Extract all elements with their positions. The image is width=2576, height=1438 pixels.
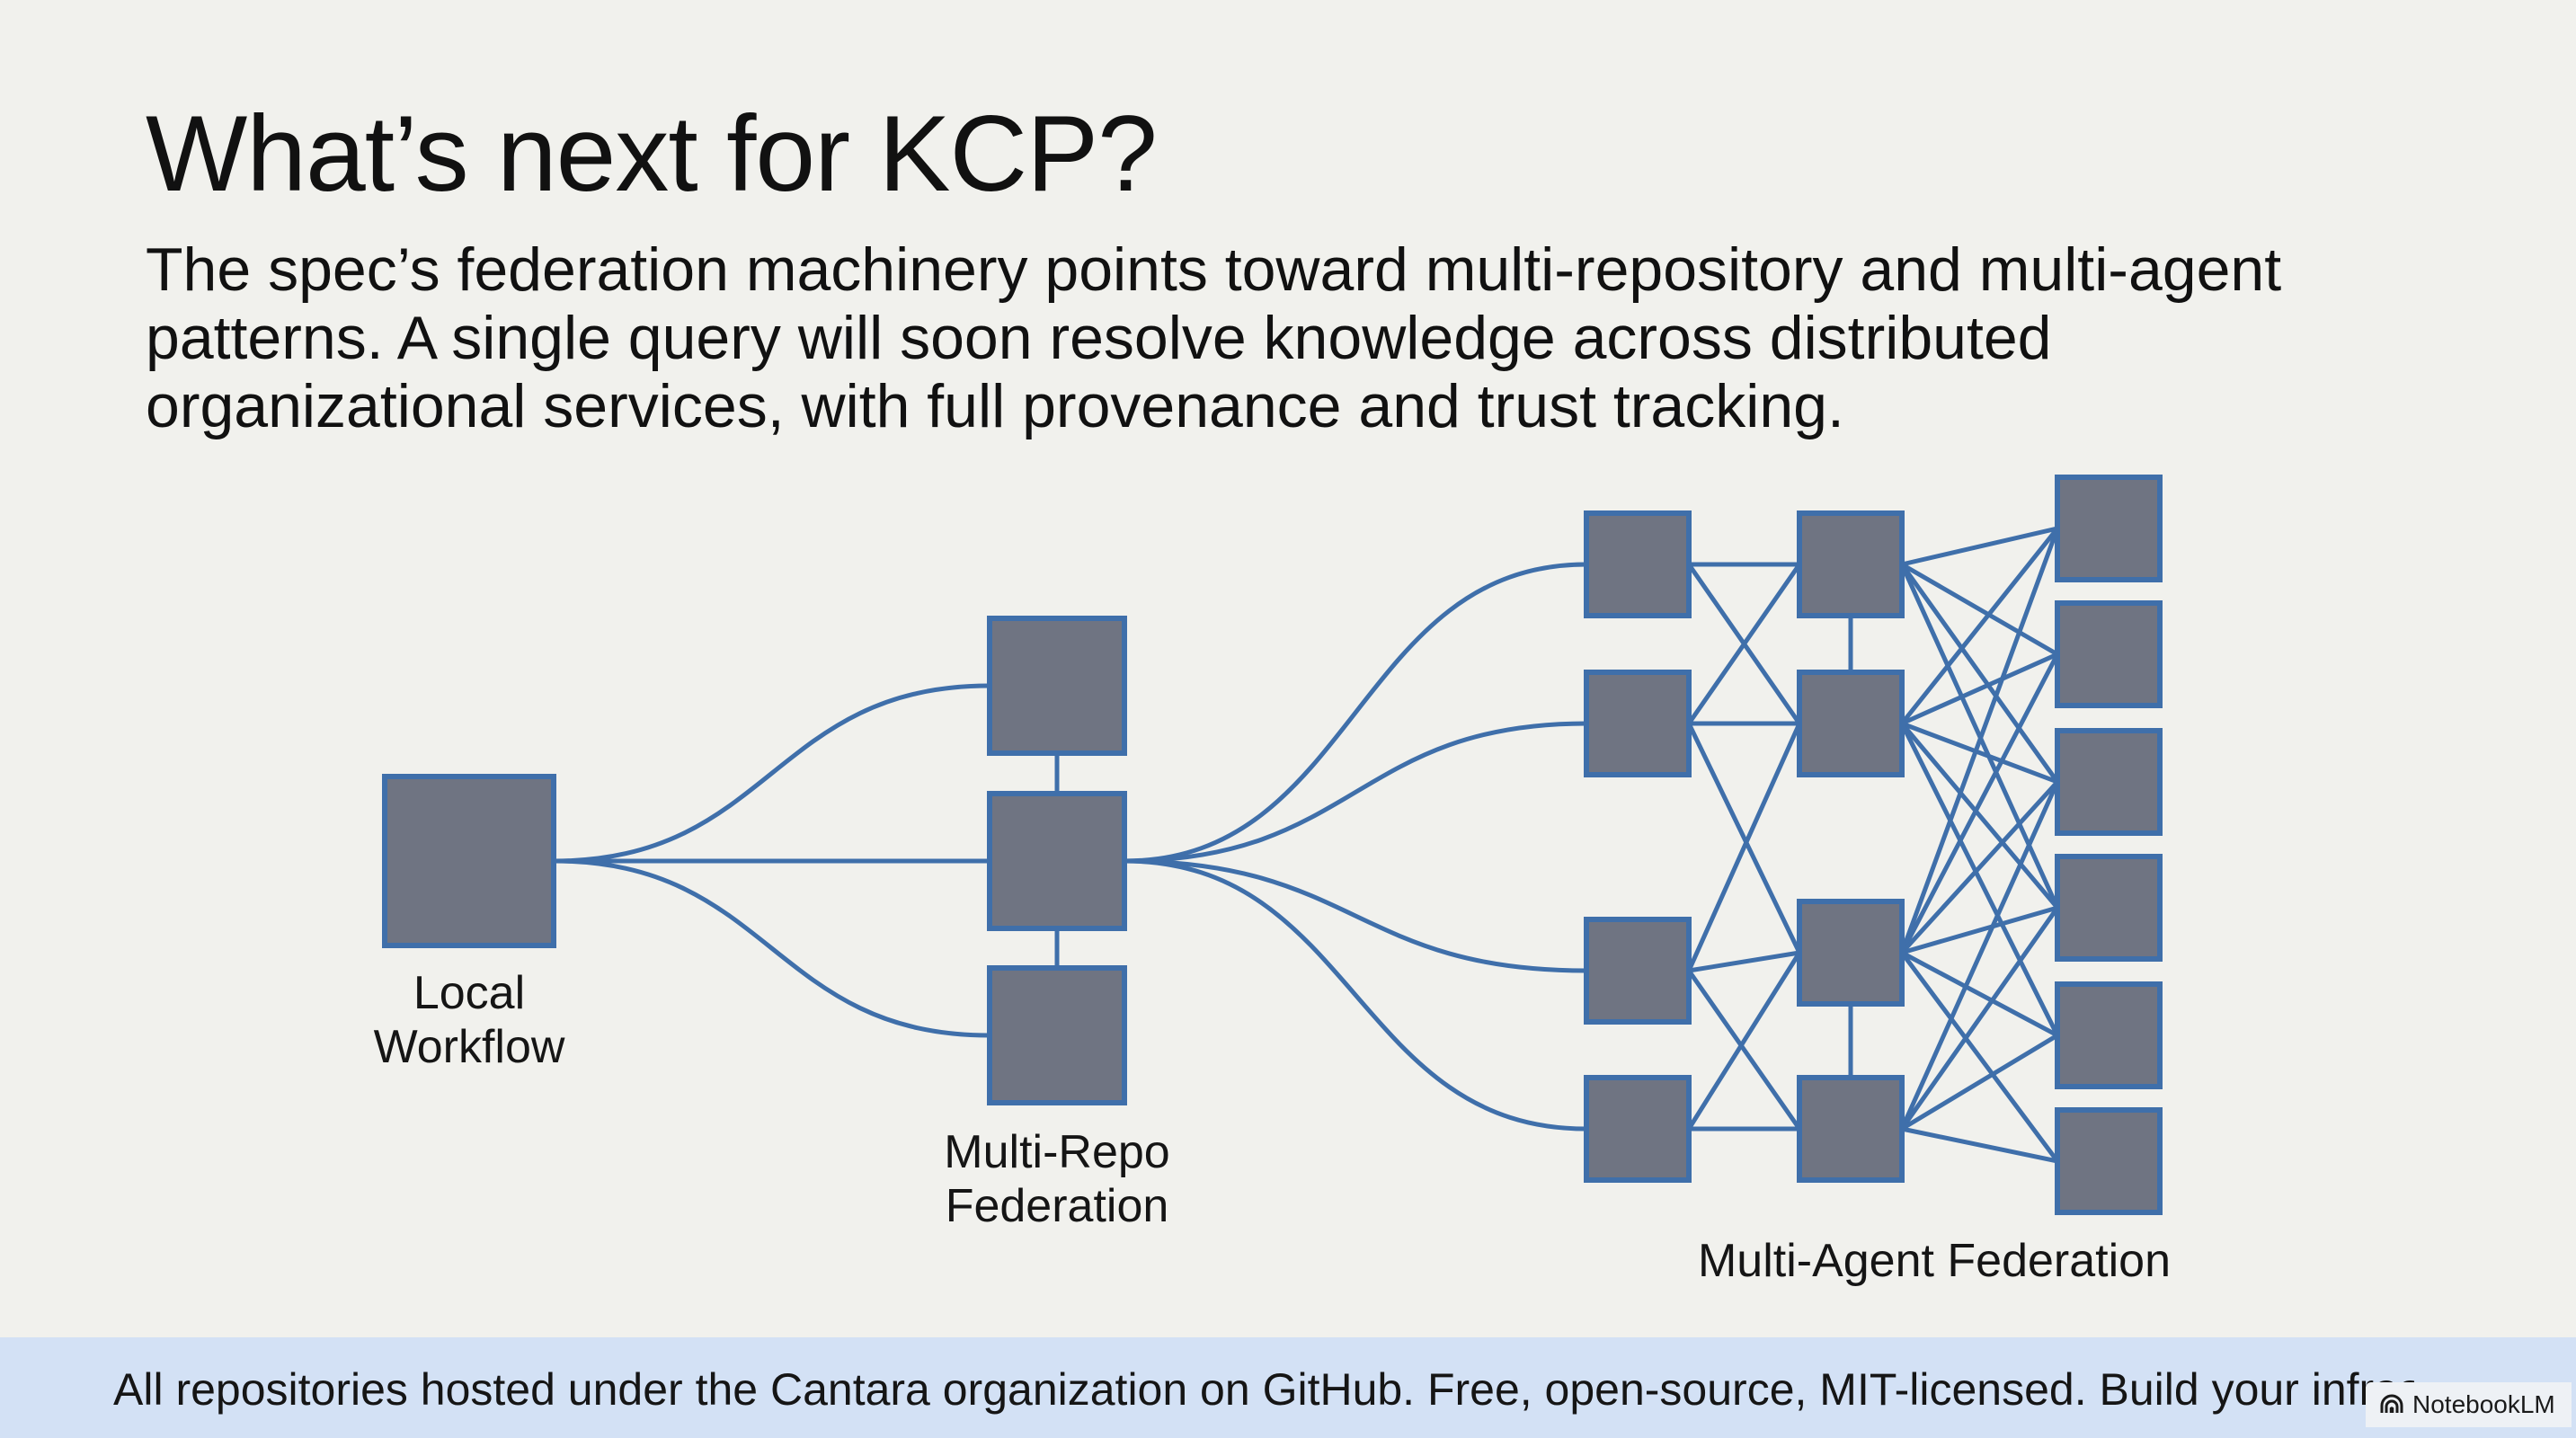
edge-b3-c5	[1899, 950, 2060, 1038]
edge-a2-b1	[1686, 562, 1802, 726]
node-a1	[1584, 510, 1692, 618]
label-multi-repo-line2: Federation	[946, 1180, 1169, 1232]
label-multi-repo-line1: Multi-Repo	[944, 1126, 1169, 1178]
edge-local-r1	[551, 683, 992, 864]
edge-a4-b3	[1686, 950, 1802, 1132]
node-c6	[2055, 1107, 2163, 1215]
node-local	[382, 774, 556, 948]
edge-local-r3	[551, 858, 992, 1038]
edge-b2-c4	[1899, 721, 2060, 910]
federation-diagram: Local Workflow Multi-Repo Federation Mul…	[374, 475, 2171, 1287]
node-a2	[1584, 670, 1692, 777]
edge-b4-c5	[1899, 1033, 2060, 1132]
edge-a2-b3	[1686, 721, 1802, 955]
edge-b1-c3	[1899, 562, 2060, 785]
edge-b4-c4	[1899, 905, 2060, 1132]
footer-bar	[0, 1337, 2576, 1438]
edge-a3-b3	[1686, 950, 1802, 973]
edge-b1-c1	[1899, 526, 2060, 567]
brand-label: NotebookLM	[2412, 1390, 2555, 1418]
page-title: What’s next for KCP?	[146, 93, 1158, 214]
edge-r2-a4	[1122, 858, 1589, 1132]
node-b3	[1797, 899, 1905, 1007]
edge-a3-b2	[1686, 721, 1802, 973]
node-a4	[1584, 1075, 1692, 1183]
edge-a3-b4	[1686, 968, 1802, 1132]
node-c5	[2055, 981, 2163, 1089]
edge-b2-c1	[1899, 526, 2060, 726]
node-a3	[1584, 917, 1692, 1025]
label-local-workflow-line1: Local	[413, 967, 525, 1019]
edge-b1-c2	[1899, 562, 2060, 657]
label-multi-agent-federation: Multi-Agent Federation	[1698, 1235, 2171, 1287]
node-c2	[2055, 600, 2163, 708]
node-r2	[987, 791, 1127, 931]
edge-b3-c4	[1899, 905, 2060, 955]
edge-b2-c3	[1899, 721, 2060, 785]
edge-r2-a2	[1122, 721, 1589, 864]
node-b1	[1797, 510, 1905, 618]
diagram-edges	[551, 526, 2060, 1164]
node-c3	[2055, 728, 2163, 836]
edge-r2-a1	[1122, 562, 1589, 864]
node-r1	[987, 616, 1127, 756]
node-c4	[2055, 854, 2163, 962]
node-b2	[1797, 670, 1905, 777]
edge-b3-c6	[1899, 950, 2060, 1164]
node-r3	[987, 965, 1127, 1105]
edge-b4-c3	[1899, 779, 2060, 1132]
diagram-nodes	[382, 475, 2163, 1215]
edge-b2-c2	[1899, 652, 2060, 726]
footer-text: All repositories hosted under the Cantar…	[113, 1364, 2414, 1415]
edge-b3-c1	[1899, 526, 2060, 955]
edge-b3-c2	[1899, 652, 2060, 955]
edge-b2-c5	[1899, 721, 2060, 1038]
edge-b4-c6	[1899, 1126, 2060, 1164]
label-local-workflow-line2: Workflow	[374, 1021, 565, 1073]
notebooklm-badge: NotebookLM	[2366, 1382, 2572, 1427]
node-c1	[2055, 475, 2163, 582]
slide-subtitle: The spec’s federation machinery points t…	[146, 235, 2282, 440]
notebooklm-icon	[2380, 1394, 2403, 1413]
edge-r2-a3	[1122, 858, 1589, 973]
node-b4	[1797, 1075, 1905, 1183]
edge-b3-c3	[1899, 779, 2060, 955]
